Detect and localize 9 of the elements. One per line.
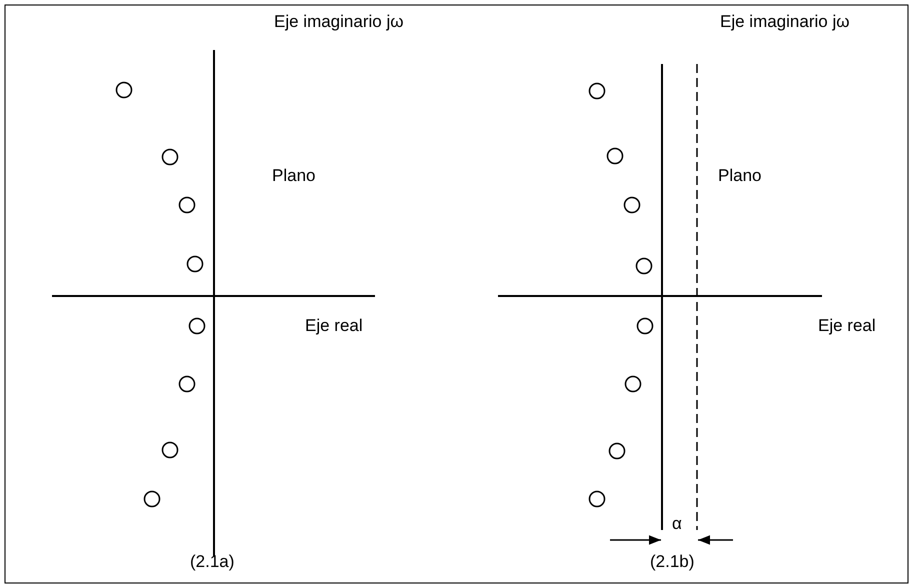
dimension-label: α [672,514,682,534]
axis-label: Eje real [305,316,363,336]
plane-label: Plano [718,166,762,186]
figure-label: (2.1a) [190,552,234,572]
plane-label: Plano [272,166,316,186]
axis-label: Eje real [818,316,876,336]
axis-label: Eje imaginario jω [274,12,404,32]
axis-label: Eje imaginario jω [720,12,850,32]
figure-label: (2.1b) [650,552,694,572]
